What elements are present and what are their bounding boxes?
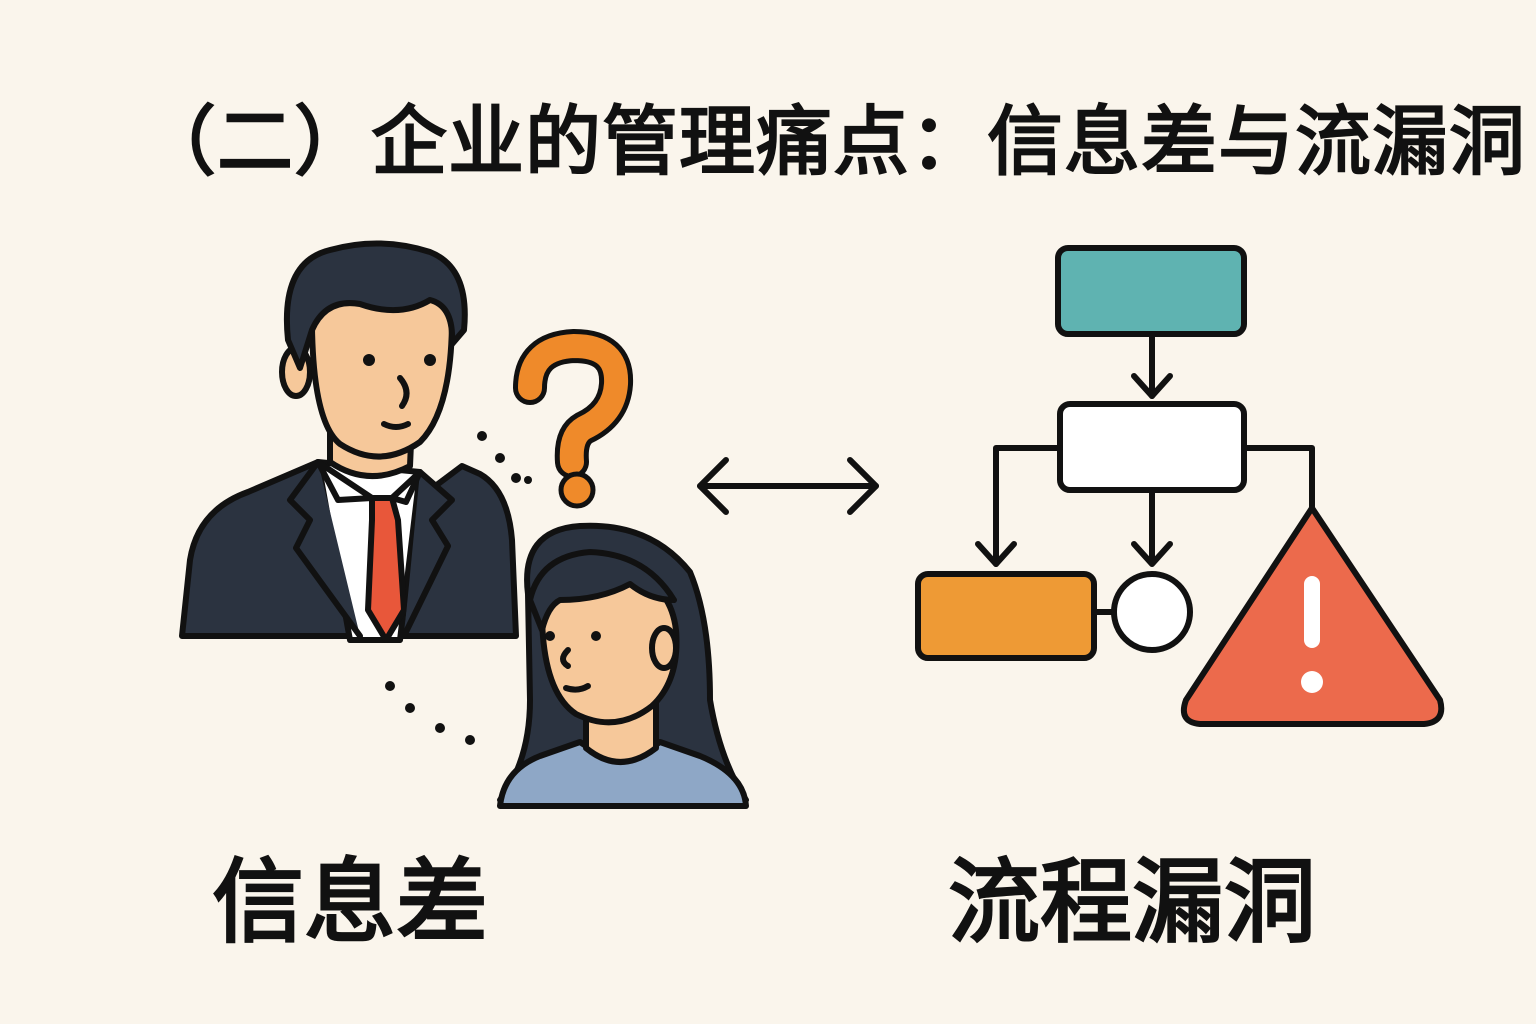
flowchart-middle-box bbox=[1057, 401, 1247, 493]
question-mark-icon bbox=[513, 328, 634, 509]
woman-icon bbox=[497, 522, 749, 809]
caption-information-gap: 信息差 bbox=[212, 849, 489, 956]
page-title: （二）企业的管理痛点：信息差与流漏洞 bbox=[140, 97, 1526, 186]
flowchart-icon bbox=[915, 245, 1315, 661]
caption-process-loophole: 流程漏洞 bbox=[948, 849, 1317, 956]
warning-triangle-icon bbox=[1180, 505, 1445, 727]
flowchart-circle-node bbox=[1111, 571, 1193, 653]
flowchart-orange-box bbox=[915, 571, 1097, 661]
dotted-line bbox=[385, 431, 532, 745]
flowchart-top-box bbox=[1055, 245, 1247, 337]
double-arrow-icon bbox=[697, 457, 879, 515]
businessman-icon bbox=[179, 240, 519, 643]
